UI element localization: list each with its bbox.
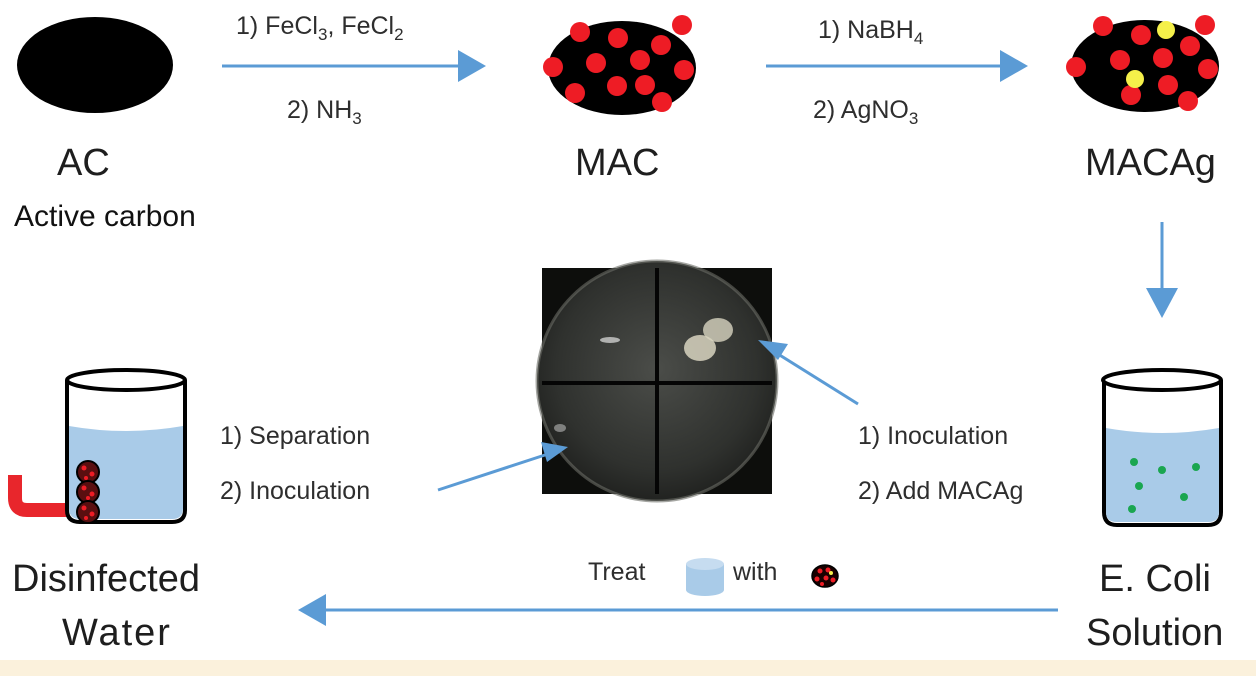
- mac-particle-icon: [543, 15, 696, 115]
- ac-subtitle: Active carbon: [14, 200, 196, 233]
- arrowhead-separation-to-plate: [541, 442, 568, 462]
- arrowhead-macag-to-ecoli: [1146, 288, 1178, 318]
- disinfected-label-line1: Disinfected: [12, 558, 200, 600]
- with-word: with: [733, 558, 778, 586]
- disinfected-label-line2: Water: [62, 612, 172, 654]
- step1-a-mid: , FeCl: [327, 12, 395, 40]
- ac-label: AC: [57, 142, 110, 184]
- beaker-left-icon: [8, 368, 187, 524]
- diagram-canvas: AC Active carbon MAC MACAg 1) FeCl3, FeC…: [0, 0, 1256, 660]
- left-step-1: 1) Separation: [220, 422, 371, 450]
- step1-b-sub: 3: [352, 109, 362, 128]
- step1-reagent-a: 1) FeCl3, FeCl2: [236, 12, 404, 45]
- step1-a-prefix: 1) FeCl: [236, 12, 318, 40]
- mac-label: MAC: [575, 142, 660, 184]
- step1-reagent-b: 2) NH3: [287, 96, 362, 129]
- ecoli-label-line1: E. Coli: [1099, 558, 1211, 600]
- right-step-1: 1) Inoculation: [858, 422, 1009, 450]
- beaker-right-icon: [1101, 368, 1223, 527]
- step2-reagent-b: 2) AgNO3: [813, 96, 918, 129]
- arrowhead-ac-to-mac: [458, 50, 486, 82]
- step2-b-prefix: 2) AgNO: [813, 96, 909, 124]
- arrowhead-inoculation-to-plate: [758, 340, 788, 360]
- macag-small-particle-icon: [811, 564, 839, 588]
- step2-reagent-a: 1) NaBH4: [818, 16, 923, 49]
- arrow-separation-to-plate: [437, 452, 549, 492]
- magnetic-particles-icon: [76, 460, 100, 524]
- step2-a-prefix: 1) NaBH: [818, 16, 914, 44]
- arrow-inoculation-to-plate: [769, 347, 859, 406]
- macag-label: MACAg: [1085, 142, 1216, 184]
- arrowhead-ecoli-to-disinfected: [298, 594, 326, 626]
- bacteria-icon: [1128, 458, 1200, 513]
- arrowhead-mac-to-macag: [1000, 50, 1028, 82]
- step1-a-sub2: 2: [394, 25, 404, 44]
- step1-b-prefix: 2) NH: [287, 96, 353, 124]
- petri-dish-photo: [535, 259, 779, 503]
- diagram-graphics: [8, 15, 1223, 626]
- step2-b-sub: 3: [908, 109, 919, 128]
- ac-particle-icon: [17, 17, 173, 113]
- ecoli-label-line2: Solution: [1086, 612, 1224, 654]
- left-step-2: 2) Inoculation: [220, 477, 371, 505]
- right-step-2: 2) Add MACAg: [858, 477, 1024, 505]
- step1-a-sub1: 3: [317, 25, 328, 44]
- macag-particle-icon: [1066, 15, 1219, 112]
- treat-word: Treat: [588, 558, 646, 586]
- bottom-band: [0, 660, 1256, 676]
- cylinder-water-icon: [686, 558, 724, 596]
- step2-a-sub: 4: [913, 29, 924, 48]
